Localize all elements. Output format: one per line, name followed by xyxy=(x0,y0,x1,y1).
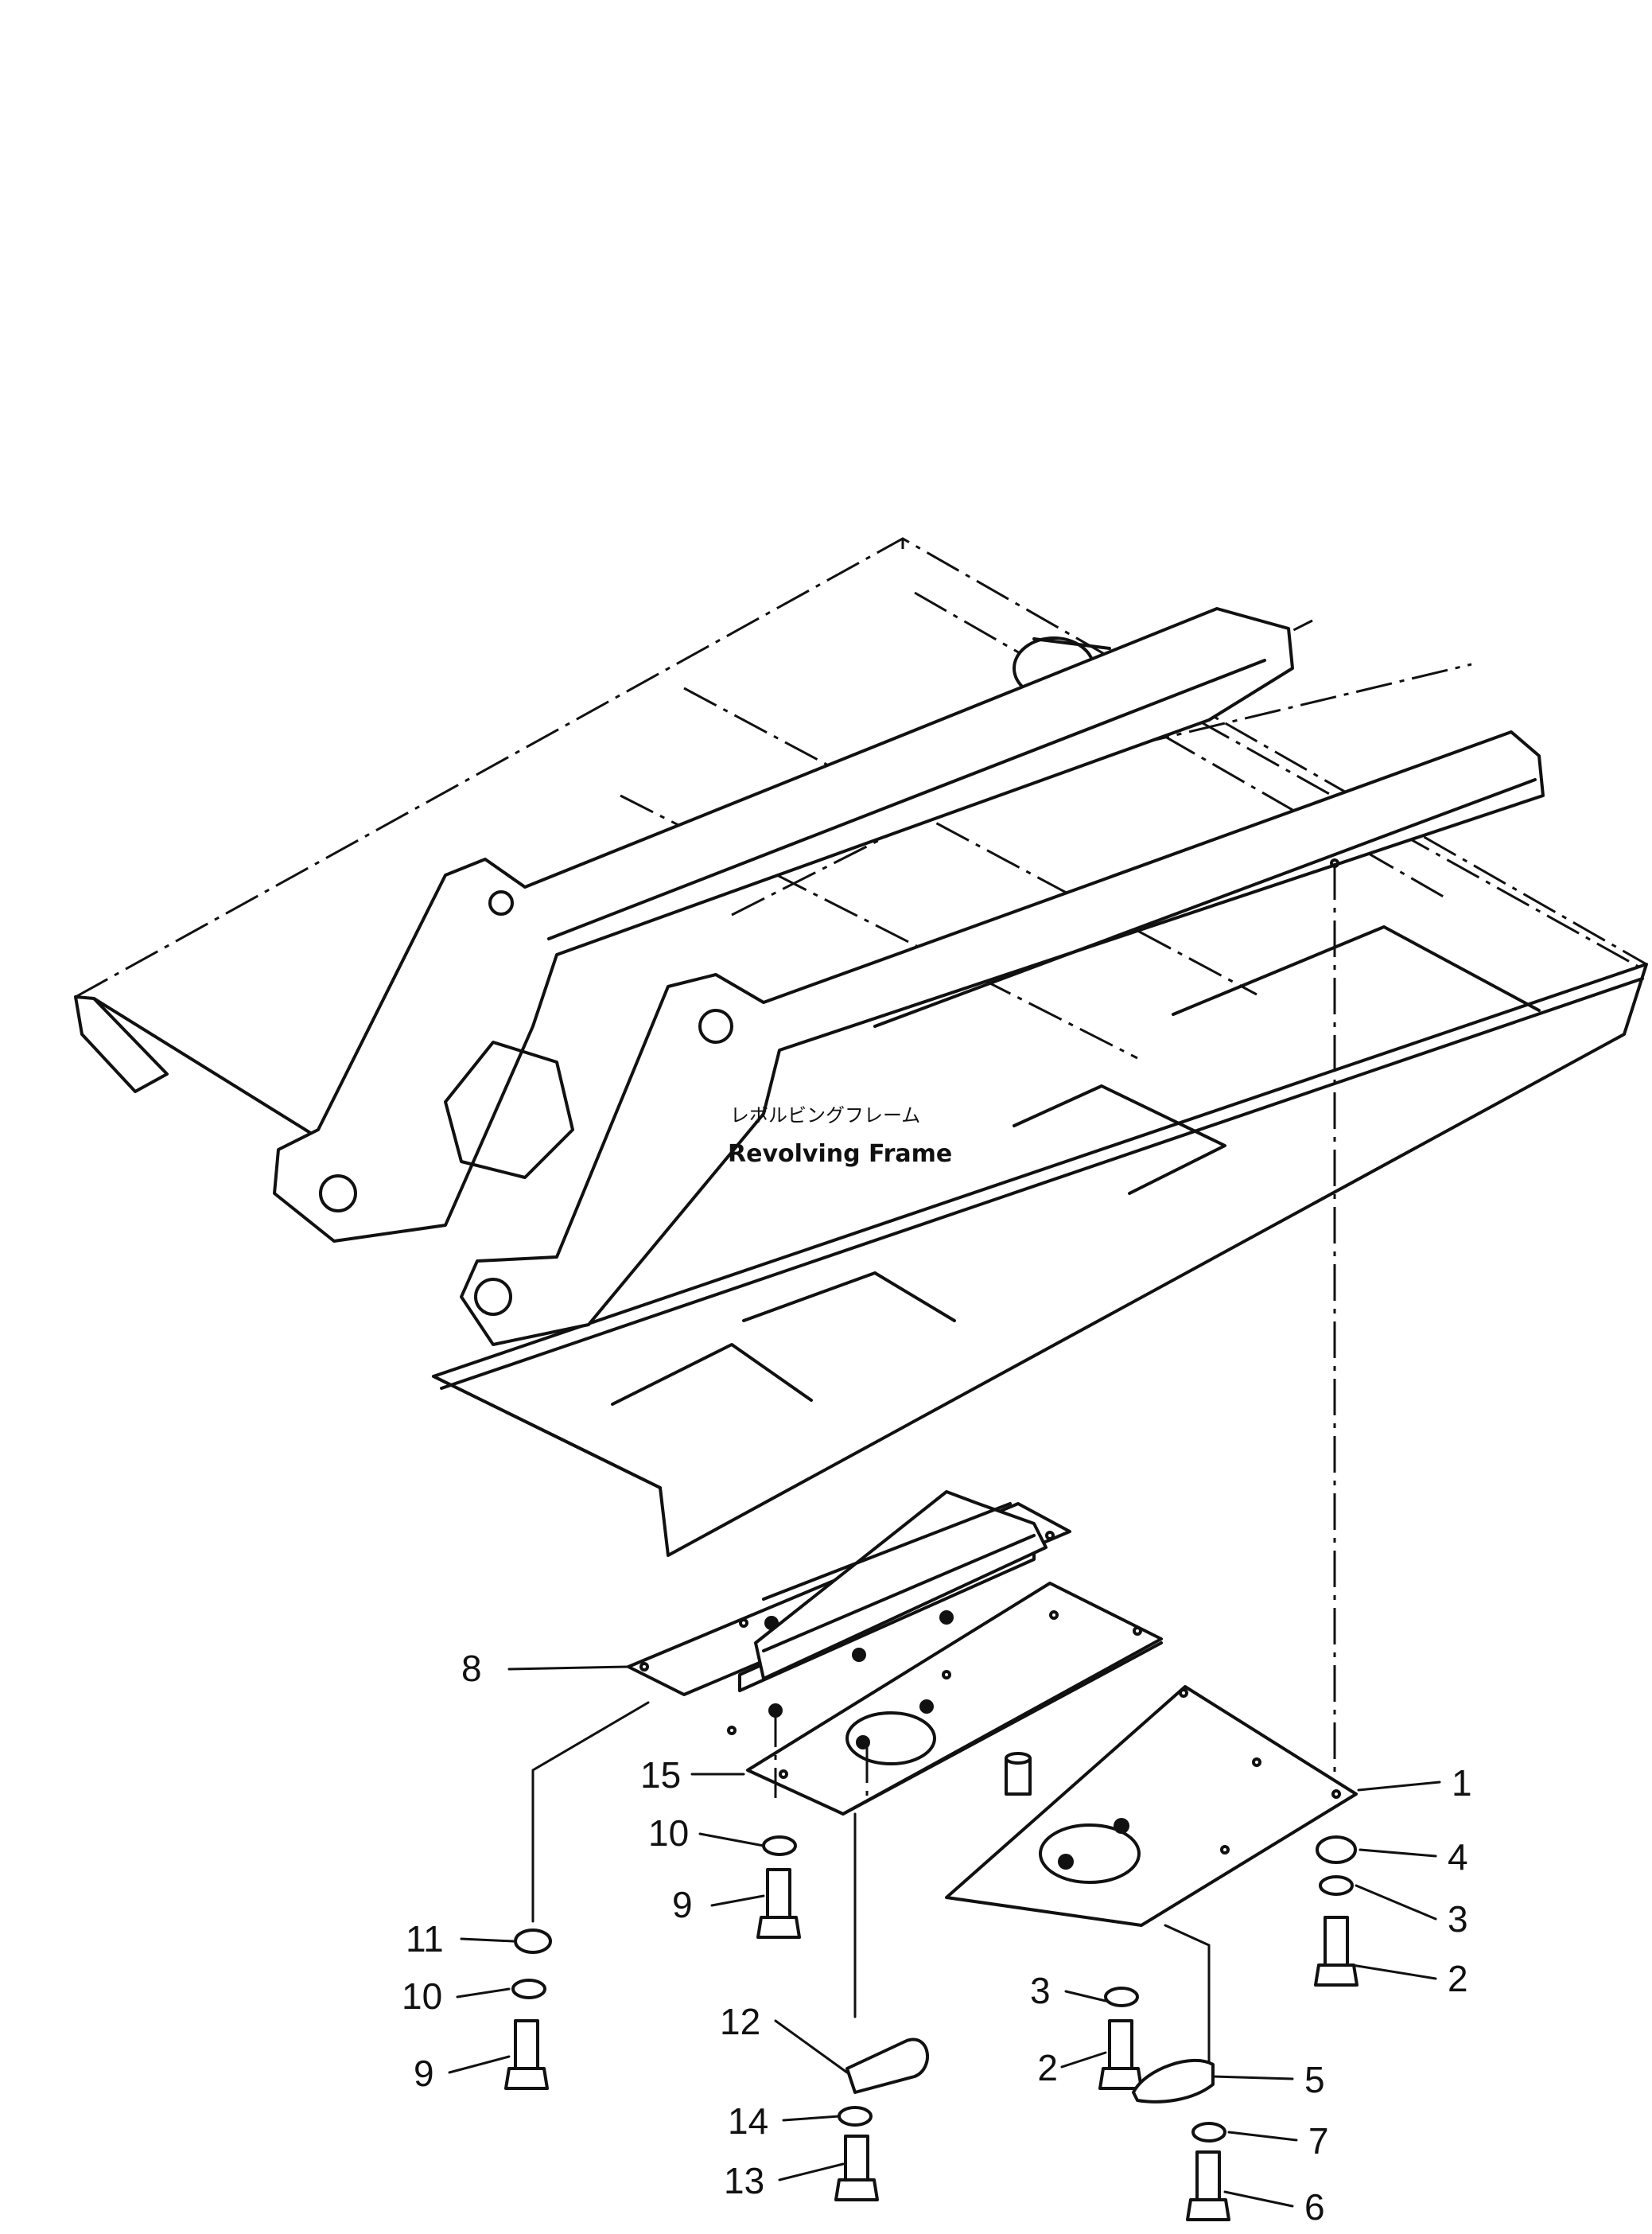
part-14-washer xyxy=(838,2106,873,2127)
part-2-bolt-right xyxy=(1314,1916,1359,1987)
part-9-bolt-center xyxy=(756,1868,801,1939)
callout-7: 7 xyxy=(1308,2120,1329,2162)
part-2-bolt-center xyxy=(1098,2019,1143,2090)
callout-14: 14 xyxy=(728,2100,768,2142)
part-12-cover xyxy=(845,2037,929,2094)
callout-6: 6 xyxy=(1304,2186,1325,2228)
callout-2-center: 2 xyxy=(1037,2047,1058,2088)
part-7-washer xyxy=(1191,2122,1226,2143)
callout-5: 5 xyxy=(1304,2059,1325,2100)
callout-8: 8 xyxy=(461,1648,482,1689)
frame-label-japanese: レボルビングフレーム xyxy=(730,1104,920,1127)
callout-10-left: 10 xyxy=(402,1975,442,2017)
callout-10-center: 10 xyxy=(648,1812,689,1854)
callout-1: 1 xyxy=(1452,1762,1472,1804)
part-4-nut xyxy=(1316,1835,1357,1864)
callout-13: 13 xyxy=(724,2160,764,2201)
callout-2-right: 2 xyxy=(1448,1958,1468,1999)
callout-12: 12 xyxy=(720,2001,760,2042)
frame-label-english: Revolving Frame xyxy=(728,1140,952,1168)
leader-8 xyxy=(531,1701,650,1923)
part-6-bolt xyxy=(1186,2150,1230,2221)
part-10-washer-left xyxy=(511,1979,546,1999)
part-11-nut xyxy=(514,1928,552,1954)
callout-9-center: 9 xyxy=(672,1884,693,1925)
callout-3-right: 3 xyxy=(1448,1898,1468,1940)
callout-3-center: 3 xyxy=(1030,1970,1051,2011)
part-1-plate xyxy=(945,1685,1358,1927)
callout-4: 4 xyxy=(1448,1836,1468,1878)
part-15-plate xyxy=(746,1582,1163,1816)
revolving-frame xyxy=(74,537,1648,1557)
callout-15: 15 xyxy=(640,1754,681,1796)
part-13-bolt xyxy=(834,2135,879,2201)
part-8-bracket xyxy=(627,1490,1071,1735)
part-3-washer-right xyxy=(1319,1875,1354,1896)
part-5-cover xyxy=(1132,2058,1215,2104)
part-10-washer-center xyxy=(762,1835,797,1856)
part-3-washer-center xyxy=(1104,1987,1139,2007)
callout-11: 11 xyxy=(406,1918,444,1960)
part-9-bolt-left xyxy=(504,2019,549,2090)
callout-9-left: 9 xyxy=(414,2053,434,2094)
